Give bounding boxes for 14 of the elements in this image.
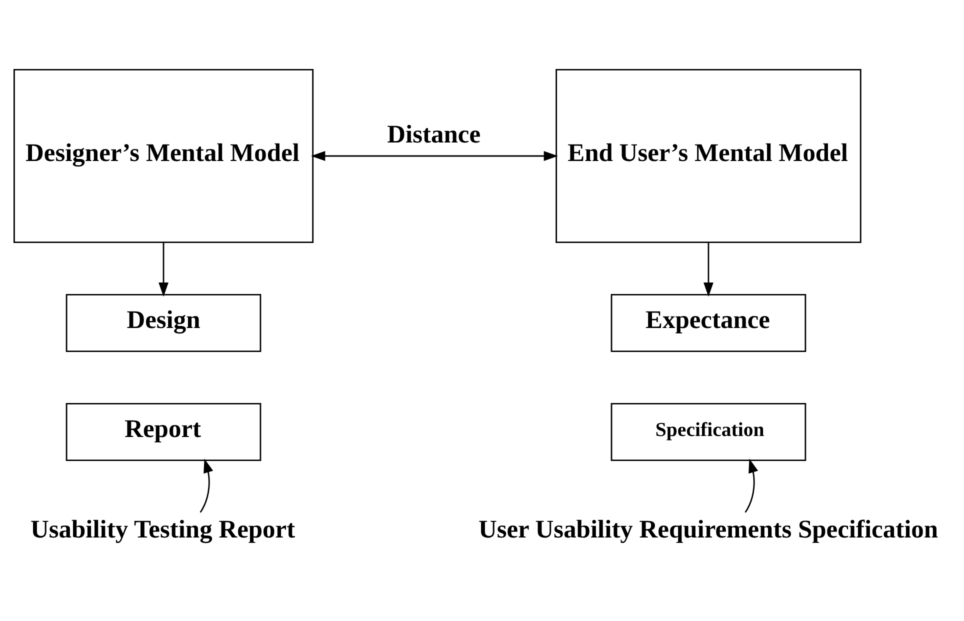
edge-label: Distance	[387, 118, 481, 148]
arrow	[704, 242, 714, 296]
arrow	[744, 458, 758, 512]
node-box: Specification	[610, 402, 806, 461]
arrow	[311, 150, 558, 160]
node-text: Usability Testing Report	[30, 514, 296, 543]
node-box: Designer’s Mental Model	[13, 68, 314, 243]
arrow	[200, 458, 214, 512]
node-box: Design	[66, 294, 262, 352]
arrow	[158, 242, 168, 296]
node-box: End User’s Mental Model	[556, 68, 862, 243]
node-box: Report	[66, 402, 262, 461]
node-text: User Usability Requirements Specification	[478, 514, 938, 543]
node-box: Expectance	[610, 294, 806, 352]
